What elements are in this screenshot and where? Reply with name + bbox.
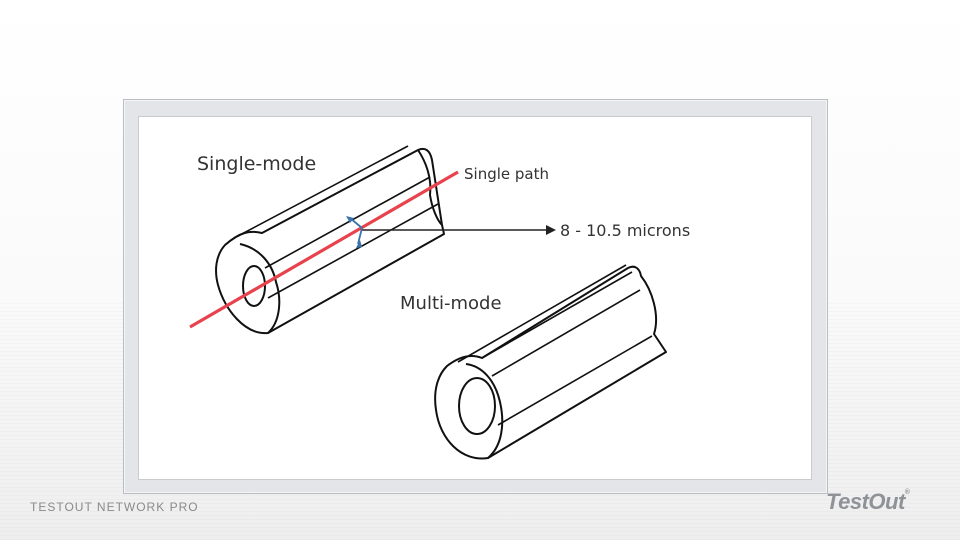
single-path-line <box>189 170 459 329</box>
course-label: TESTOUT NETWORK PRO <box>30 500 199 514</box>
multi-mode-label: Multi-mode <box>400 293 502 314</box>
logo-text: TestOut <box>826 489 905 514</box>
logo-mark: ® <box>904 489 910 496</box>
single-mode-fiber-icon <box>215 145 445 335</box>
core-size-label: 8 - 10.5 microns <box>560 221 690 240</box>
multi-mode-fiber-icon <box>434 264 667 460</box>
testout-logo: TestOut® <box>826 489 910 515</box>
single-mode-label: Single-mode <box>197 153 316 175</box>
single-path-label: Single path <box>464 165 549 183</box>
pointer-arrow-icon <box>346 216 556 248</box>
